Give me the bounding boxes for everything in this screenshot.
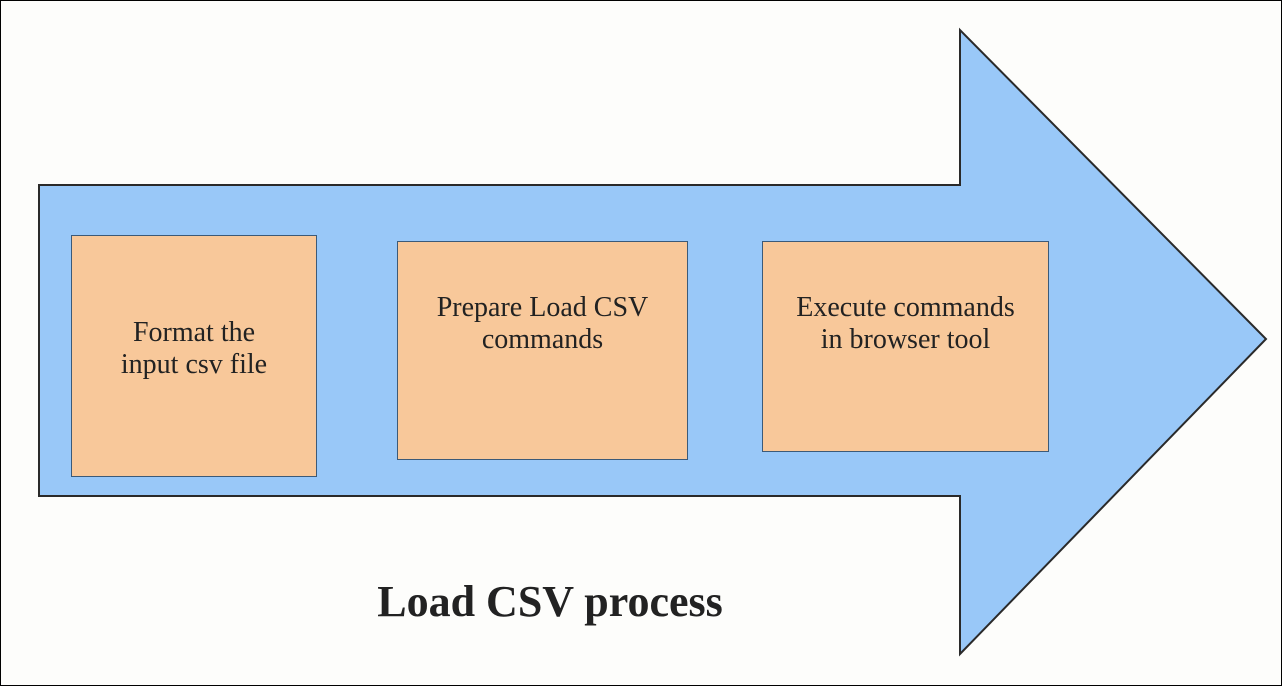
diagram-caption: Load CSV process [377,577,723,626]
step-format-input-file: Format the input csv file [71,235,317,477]
step-prepare-commands: Prepare Load CSV commands [397,241,688,460]
step-execute-commands: Execute commands in browser tool [762,241,1049,452]
